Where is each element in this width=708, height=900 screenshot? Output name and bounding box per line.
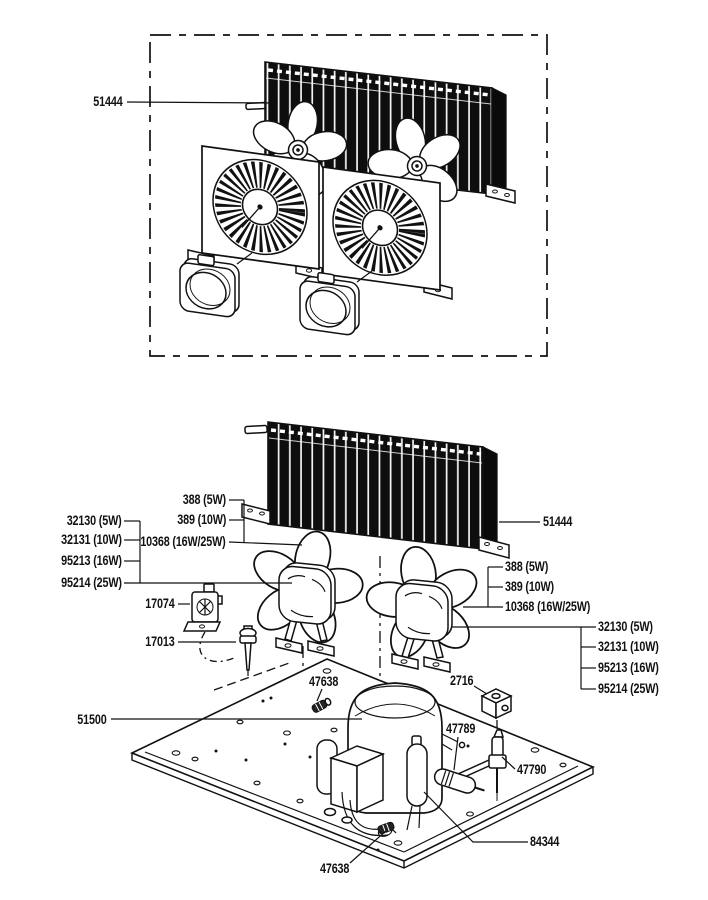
mounting-bolt-lower [377,821,395,837]
leader-lines [111,101,596,864]
label-motor-left-3: 95213 (16W) [61,553,122,568]
label-motor-left-4: 95214 (25W) [61,575,122,590]
label-47638-lower: 47638 [320,861,350,876]
mounting-bolt-upper [311,697,332,713]
fan-motor-top-left [179,252,253,318]
starter-relay [182,583,223,632]
label-blade-left-1: 388 (5W) [182,492,226,507]
label-blade-right-2: 389 (10W) [505,579,554,594]
label-motor-right-3: 95213 (16W) [598,660,659,675]
label-motor-left-1: 32130 (5W) [67,513,122,528]
label-motor-right-2: 32131 (10W) [598,639,659,654]
suction-tube [406,735,428,831]
label-coil-bottom: 51444 [543,514,573,529]
fan-assembly-left [246,526,365,657]
label-47789: 47789 [446,721,476,736]
label-motor-right-4: 95214 (25W) [598,681,659,696]
terminal-block [480,688,513,720]
fan-blade-top-right-icon [366,114,467,218]
fan-assembly-right [363,543,484,673]
label-blade-left-2: 389 (10W) [177,512,226,527]
label-motor-left-2: 32131 (10W) [61,532,122,547]
fan-blade-top-left-icon [247,98,350,202]
label-motor-right-1: 32130 (5W) [598,619,653,634]
label-51500: 51500 [77,712,107,727]
label-17013: 17013 [145,634,175,649]
compressor [316,682,466,837]
filter-drier [433,768,485,794]
label-84344: 84344 [530,834,560,849]
label-2716: 2716 [450,673,474,688]
fan-shroud-right [317,166,453,300]
fan-motor-top-right [299,270,373,336]
label-blade-left-3: 10368 (16W/25W) [140,534,226,549]
small-valve [239,625,257,676]
fan-shroud-left [187,145,323,280]
label-47638-upper: 47638 [309,674,339,689]
label-blade-right-1: 388 (5W) [505,559,549,574]
top-assembly-box [149,34,548,357]
label-coil-top: 51444 [93,94,123,109]
label-blade-right-3: 10368 (16W/25W) [505,599,591,614]
label-17074: 17074 [145,596,175,611]
condenser-coil-bottom [241,421,510,559]
label-47790: 47790 [517,762,547,777]
